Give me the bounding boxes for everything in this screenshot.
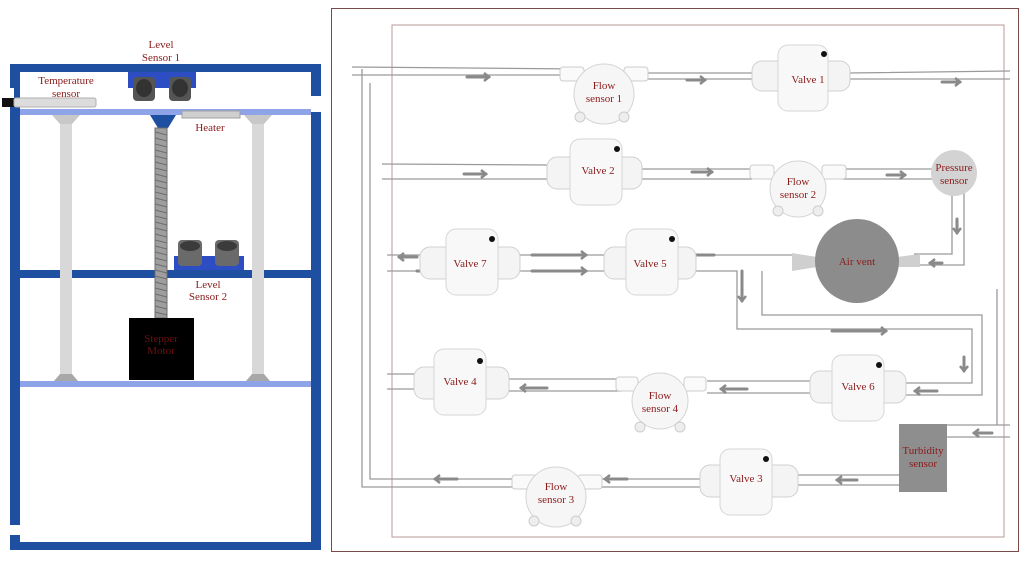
- flow-arrow-head: [580, 250, 589, 260]
- flow-sensor-1-label-1: Flow: [593, 80, 616, 92]
- air-vent-label: Air vent: [839, 256, 875, 268]
- valve-2: Valve 2: [546, 138, 643, 206]
- level-sensor-1-label-2: Sensor 1: [142, 52, 180, 64]
- valve-7: Valve 7: [419, 228, 521, 296]
- flow-arrow-head: [483, 72, 492, 82]
- heater-label: Heater: [195, 122, 225, 134]
- valve-2-label: Valve 2: [581, 165, 614, 177]
- flow-arrow-head: [737, 295, 747, 304]
- circuit-diagram: Flow sensor 1 Valve 1 Valve 2 Flow senso…: [351, 24, 1011, 538]
- pressure-sensor: Pressure sensor: [931, 150, 977, 196]
- flow-arrow-head: [480, 169, 489, 179]
- flow-arrow-head: [959, 365, 969, 374]
- top-shelf: [20, 109, 311, 115]
- stepper-motor-box: [129, 318, 194, 380]
- flow-arrow-head: [971, 428, 980, 438]
- flow-arrow-head: [718, 384, 727, 394]
- valve-3-label: Valve 3: [729, 473, 763, 485]
- flow-sensor-4-label-1: Flow: [649, 390, 672, 402]
- level-sensor-2-label-1: Level: [195, 279, 220, 291]
- valve-5: Valve 5: [603, 228, 697, 296]
- turbidity-sensor-label-2: sensor: [909, 458, 937, 470]
- pressure-sensor-label-2: sensor: [940, 175, 968, 187]
- flow-arrow-head: [952, 227, 962, 236]
- valve-7-label: Valve 7: [453, 258, 487, 270]
- circuit-panel: Flow sensor 1 Valve 1 Valve 2 Flow senso…: [331, 8, 1019, 552]
- level-sensor-2-device: [174, 240, 244, 270]
- temperature-sensor-label-2: sensor: [52, 88, 80, 100]
- flow-arrow-head: [602, 474, 611, 484]
- flow-arrow-head: [432, 474, 441, 484]
- flow-sensor-3: Flow sensor 3: [511, 466, 603, 528]
- valve-4-label: Valve 4: [443, 376, 477, 388]
- flow-sensor-2-label-1: Flow: [787, 176, 810, 188]
- frame-bottom-bar: [10, 542, 321, 550]
- flow-arrow-head: [580, 266, 589, 276]
- rig-panel: Temperature sensor Level Sensor 1 Heater…: [0, 0, 330, 566]
- valve-1-label: Valve 1: [791, 74, 824, 86]
- frame-right-post: [311, 64, 321, 550]
- rig-diagram: Temperature sensor Level Sensor 1 Heater…: [2, 39, 322, 550]
- flow-sensor-4: Flow sensor 4: [615, 372, 707, 433]
- air-vent: Air vent: [792, 219, 920, 303]
- turbidity-sensor: Turbidity sensor: [899, 424, 947, 492]
- flow-arrow-head: [954, 77, 963, 87]
- support-column-left: [60, 118, 72, 380]
- flow-sensor-2: Flow sensor 2: [749, 160, 847, 218]
- temperature-sensor-probe: [2, 97, 97, 108]
- valve-3: Valve 3: [699, 448, 799, 516]
- flow-arrow-head: [518, 383, 527, 393]
- stepper-motor-label-1: Stepper: [144, 333, 178, 345]
- flow-arrow-head: [834, 475, 843, 485]
- flow-sensor-1: Flow sensor 1: [559, 63, 649, 125]
- temperature-sensor-label-1: Temperature: [38, 75, 94, 87]
- valve-6-label: Valve 6: [841, 381, 875, 393]
- flow-sensor-2-label-2: sensor 2: [780, 189, 816, 201]
- flow-sensor-3-label-2: sensor 3: [538, 494, 575, 506]
- flow-sensor-4-label-2: sensor 4: [642, 403, 679, 415]
- flow-arrow-head: [927, 258, 936, 268]
- valve-1: Valve 1: [751, 44, 851, 112]
- pressure-sensor-label-1: Pressure: [935, 162, 972, 174]
- flow-arrow-head: [912, 386, 921, 396]
- flow-sensor-3-label-1: Flow: [545, 481, 568, 493]
- stepper-motor-label-2: Motor: [147, 345, 175, 357]
- flow-sensor-1-label-2: sensor 1: [586, 93, 622, 105]
- frame-top-bar: [10, 64, 321, 72]
- level-sensor-2-label-2: Sensor 2: [189, 291, 227, 303]
- level-sensor-1-label-1: Level: [148, 39, 173, 51]
- level-sensor-1-device: [128, 72, 196, 101]
- flow-arrow-head: [699, 75, 708, 85]
- valve-6: Valve 6: [809, 354, 907, 422]
- flow-arrow-head: [396, 252, 405, 262]
- turbidity-sensor-label-1: Turbidity: [902, 445, 944, 457]
- frame-left-post: [10, 64, 20, 550]
- bottom-shelf: [20, 381, 311, 387]
- heater-element: [181, 110, 241, 119]
- flow-arrows: [396, 72, 994, 485]
- flow-arrow-head: [880, 326, 889, 336]
- flow-arrow-head: [899, 170, 908, 180]
- flow-arrow-head: [706, 167, 715, 177]
- valve-5-label: Valve 5: [633, 258, 667, 270]
- support-column-right: [252, 118, 264, 380]
- valve-4: Valve 4: [413, 348, 510, 416]
